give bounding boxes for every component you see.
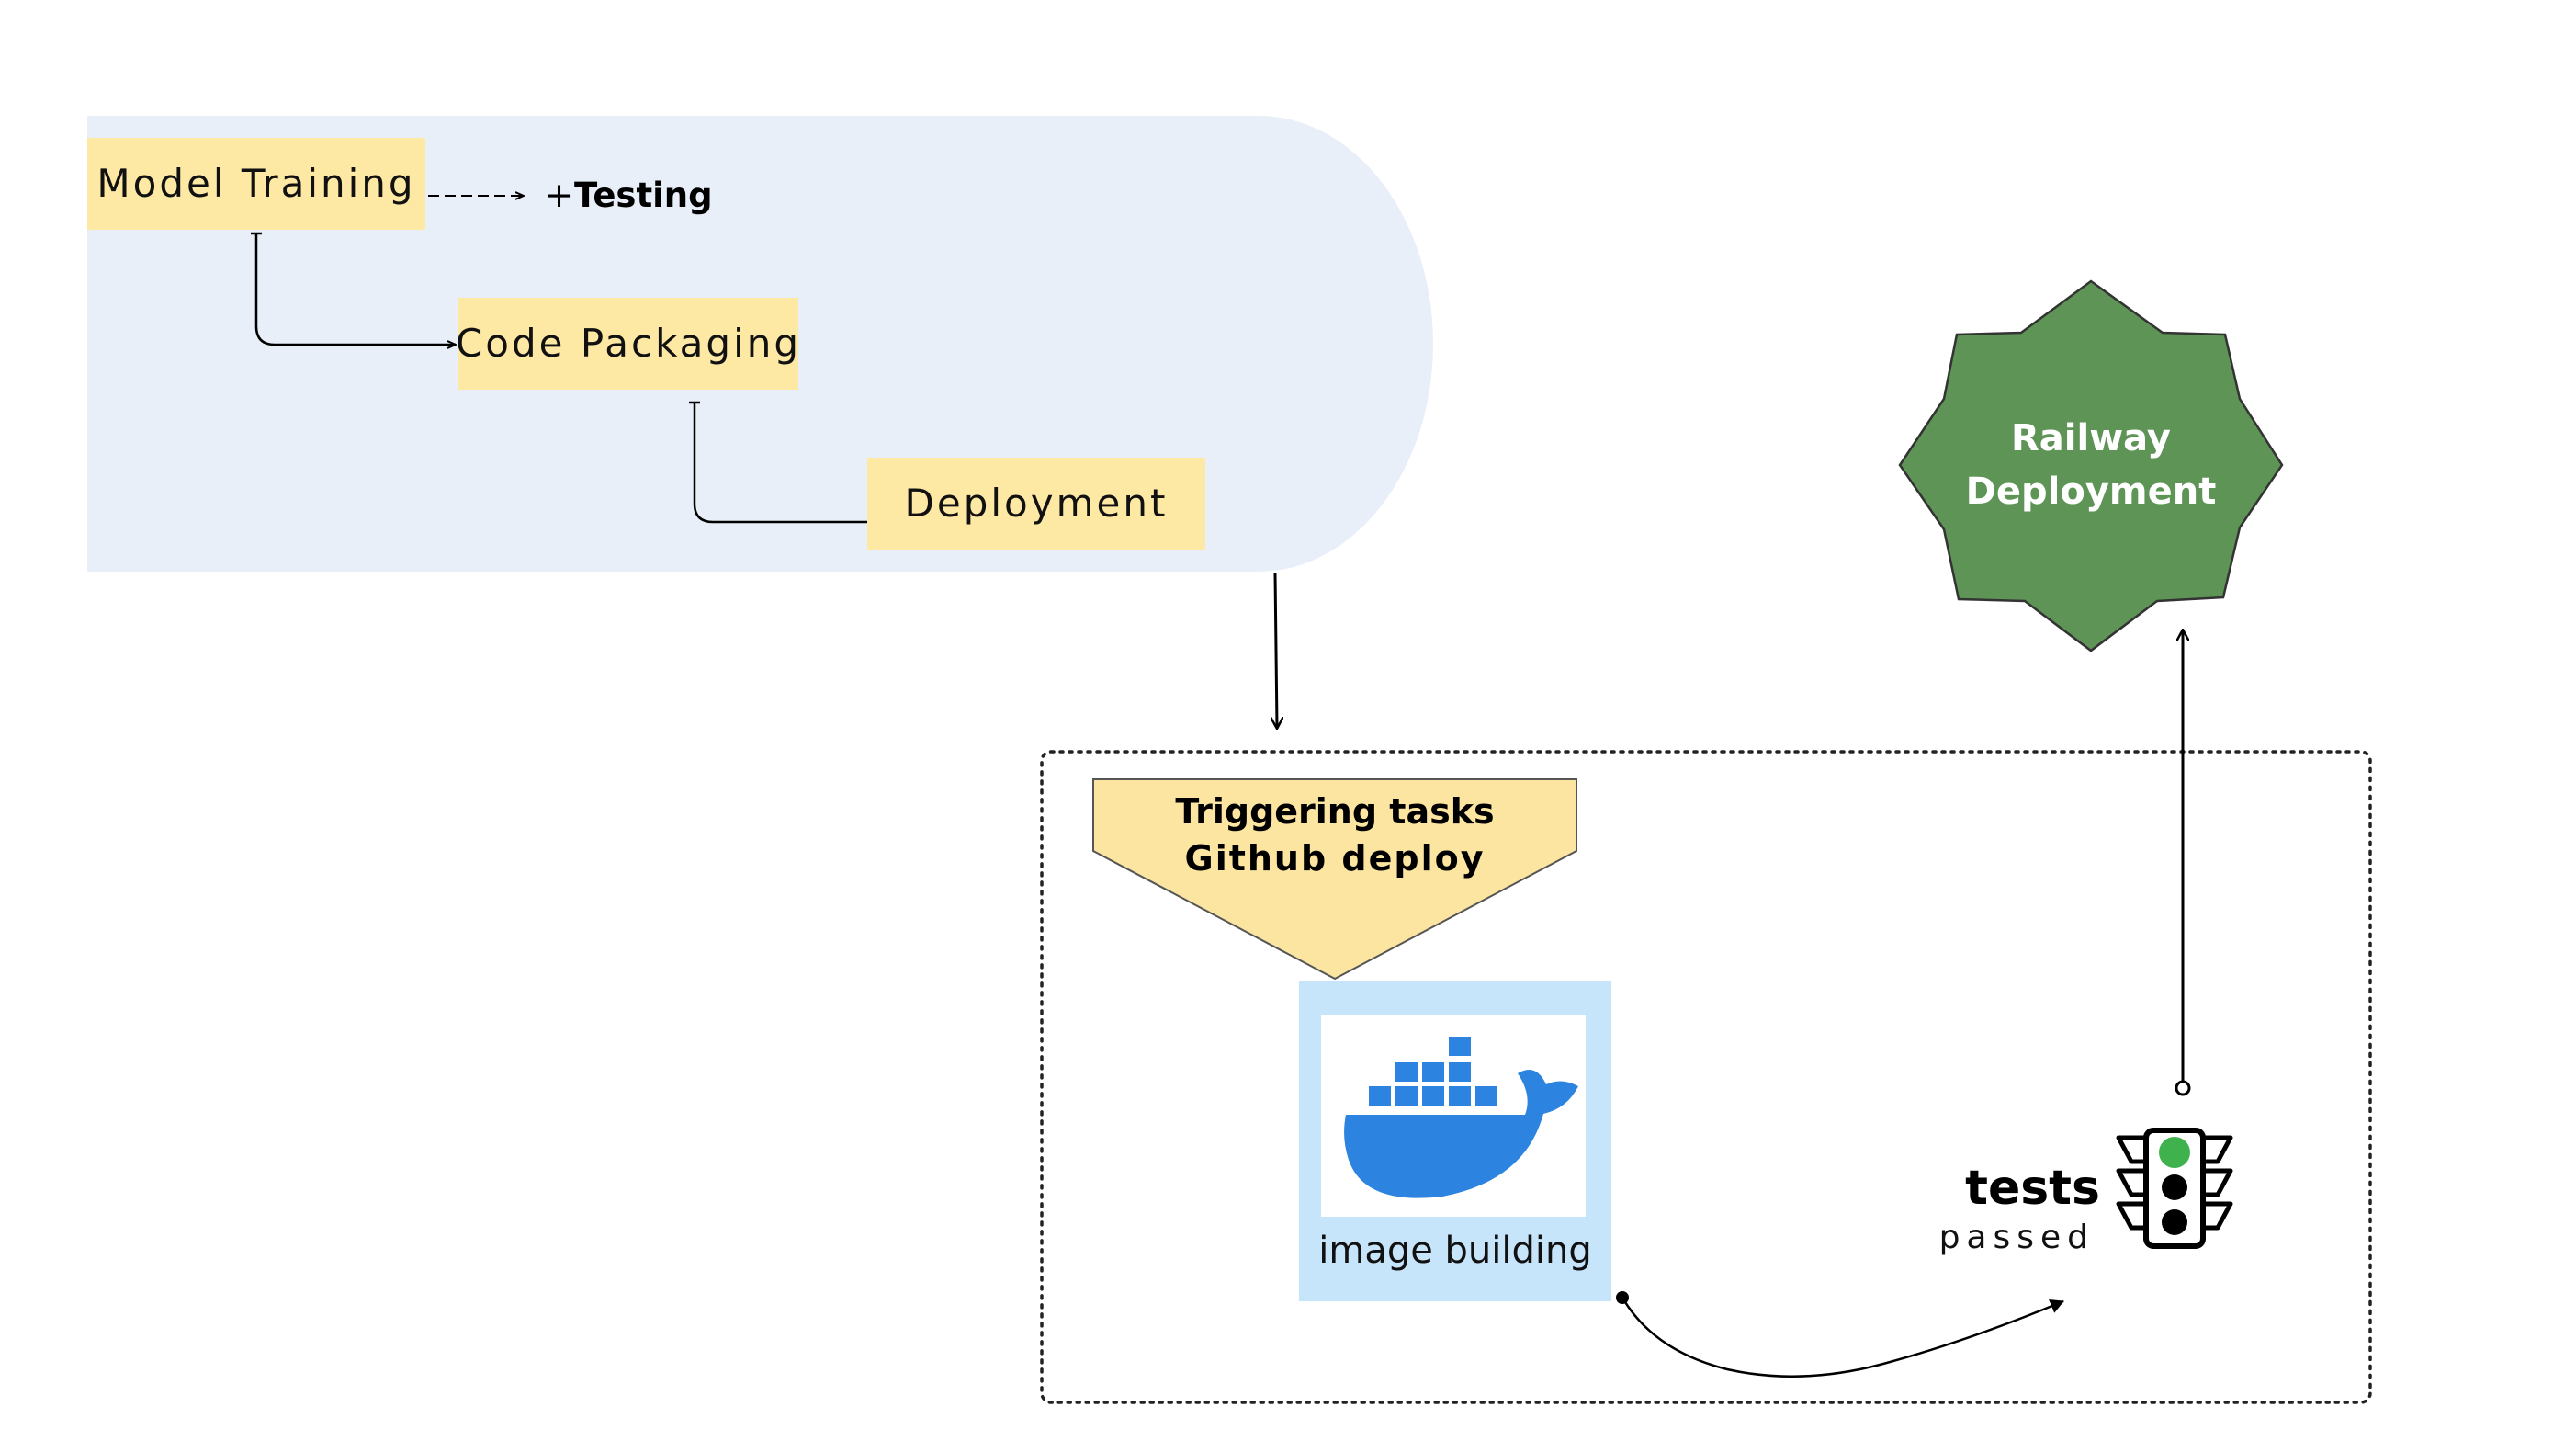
trigger-line2: Github deploy <box>1185 838 1486 879</box>
railway-line1: Railway <box>2011 417 2171 459</box>
passed-label: passed <box>1939 1219 2095 1256</box>
railway-line2: Deployment <box>1966 471 2217 513</box>
trigger-node: Triggering tasks Github deploy <box>1092 778 1577 981</box>
traffic-light-icon <box>2116 1128 2233 1249</box>
connector-packaging-deployment <box>693 403 867 524</box>
trigger-line1: Triggering tasks <box>1175 791 1494 832</box>
deployment-label: Deployment <box>905 481 1169 526</box>
testing-plus: + <box>545 176 573 215</box>
railway-deployment-node: Railway Deployment <box>1898 279 2284 652</box>
model-training-label: Model Training <box>96 161 415 206</box>
connector-training-packaging <box>254 233 456 345</box>
model-training-node: Model Training <box>87 138 425 230</box>
image-building-label: image building <box>1318 1230 1592 1272</box>
pipeline-to-ci-arrow <box>1275 573 1277 728</box>
code-packaging-label: Code Packaging <box>456 321 801 366</box>
docker-whale-icon <box>1344 1037 1578 1198</box>
testing-label: Testing <box>574 176 713 215</box>
deployment-node: Deployment <box>867 458 1205 550</box>
code-packaging-node: Code Packaging <box>456 298 801 390</box>
image-building-node: image building <box>1299 981 1611 1301</box>
tests-label: tests <box>1965 1161 2100 1216</box>
ci-container <box>1040 750 2372 1404</box>
build-to-tests-arrow <box>1621 1297 2064 1378</box>
